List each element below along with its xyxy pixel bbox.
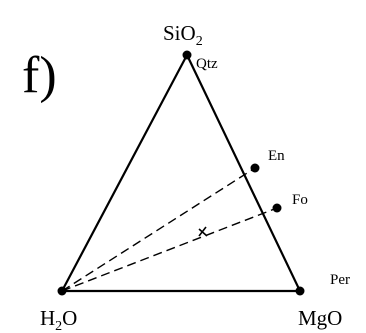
phase-label-fo: Fo	[292, 192, 308, 208]
vertex-label-mgo: MgO	[298, 306, 342, 330]
phase-point-fo	[272, 203, 282, 213]
vertex-label-h2o: H2O	[40, 306, 77, 333]
tie-line-h2o-fo	[61, 207, 278, 292]
panel-label: f)	[22, 47, 57, 104]
vertex-label-sio2: SiO2	[163, 21, 203, 49]
tie-line-h2o-en	[61, 167, 256, 292]
phase-label-en: En	[268, 148, 285, 164]
phase-label-qtz: Qtz	[196, 56, 218, 72]
phase-point-en	[250, 163, 260, 173]
composition-mark	[198, 226, 208, 237]
phase-point-per	[295, 286, 305, 296]
triangle-outline	[60, 52, 302, 293]
phase-point-qtz	[182, 50, 192, 60]
phase-label-per: Per	[330, 272, 350, 288]
vertex-point-h2o	[57, 286, 67, 296]
